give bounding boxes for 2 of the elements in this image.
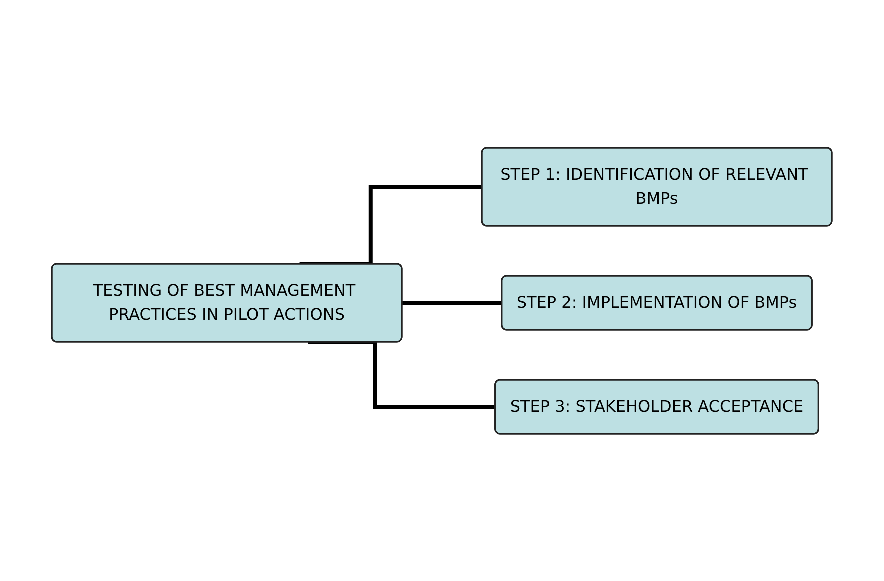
connector — [308, 340, 496, 409]
connector — [402, 300, 502, 305]
